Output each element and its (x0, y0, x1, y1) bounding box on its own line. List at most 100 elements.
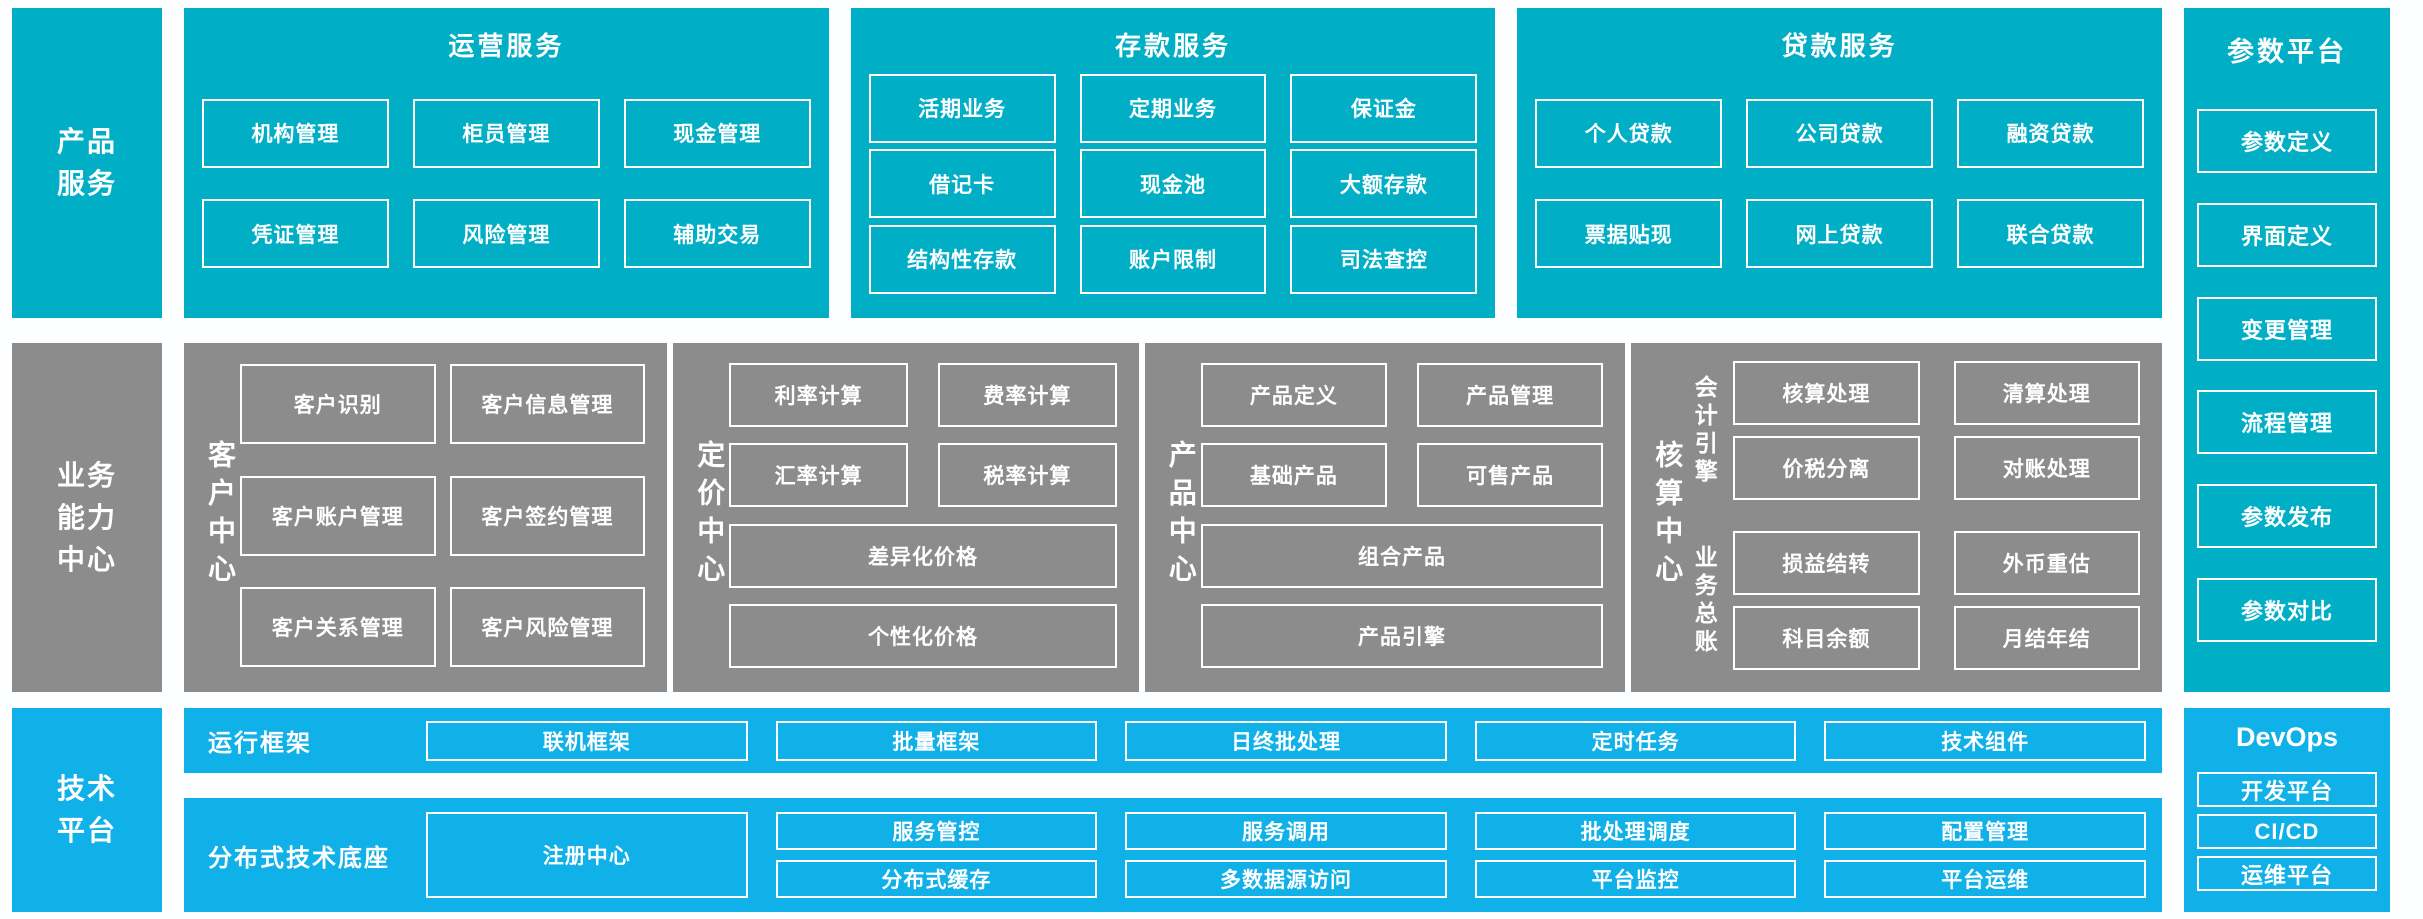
service-box: 账户限制 (1079, 224, 1267, 294)
accounting-engine-group: 会计引擎 核算处理 清算处理 价税分离 对账处理 (1687, 361, 2140, 500)
group-grid: 核算处理 清算处理 价税分离 对账处理 (1733, 361, 2140, 500)
service-box: 融资贷款 (1957, 98, 2145, 168)
panel-title: 存款服务 (1115, 31, 1232, 61)
capability-box: 损益结转 (1733, 531, 1920, 595)
param-box: 参数发布 (2197, 484, 2377, 549)
capability-box: 外币重估 (1953, 531, 2140, 595)
product-services-row: 产品 服务 运营服务 机构管理 柜员管理 现金管理 凭证管理 风险管理 辅助交易 (12, 8, 2163, 318)
service-box: 定期业务 (1079, 73, 1267, 143)
param-platform-boxes: 参数定义 界面定义 变更管理 流程管理 参数发布 参数对比 (2197, 79, 2377, 672)
param-box: 变更管理 (2197, 296, 2377, 361)
upper-left: 产品 服务 运营服务 机构管理 柜员管理 现金管理 凭证管理 风险管理 辅助交易 (12, 8, 2163, 692)
capability-box: 组合产品 (1200, 523, 1604, 588)
group-vertical-label: 会计引擎 (1691, 374, 1718, 487)
service-box: 现金管理 (623, 98, 811, 168)
panel-pricing-center: 定价中心 利率计算 费率计算 汇率计算 税率计算 差异化价格 个性化价格 (673, 343, 1139, 692)
panel-vertical-title: 定价中心 (694, 439, 726, 592)
box-row: 个人贷款 公司贷款 融资贷款 (1535, 98, 2145, 168)
box-row: 借记卡 现金池 大额存款 (868, 149, 1478, 218)
panel-vertical-title: 客户中心 (205, 439, 236, 592)
runtime-framework-strip: 运行框架 联机框架 批量框架 日终批处理 定时任务 技术组件 (184, 708, 2162, 773)
panel-rows: 活期业务 定期业务 保证金 借记卡 现金池 大额存款 结构性存款 账户限制 (868, 67, 1478, 300)
service-box: 机构管理 (202, 98, 389, 168)
tech-box: 定时任务 (1474, 720, 1797, 761)
accounting-groups: 会计引擎 核算处理 清算处理 价税分离 对账处理 业务总账 损益结转 (1687, 359, 2140, 672)
capability-box: 费率计算 (938, 363, 1117, 428)
service-box: 联合贷款 (1957, 199, 2145, 269)
business-centers-row: 业务 能力 中心 客户中心 客户识别 客户信息管理 客户账户管理 客户签约管理 … (12, 343, 2162, 692)
box-row: 活期业务 定期业务 保证金 (868, 73, 1478, 143)
panel-rows: 个人贷款 公司贷款 融资贷款 票据贴现 网上贷款 联合贷款 (1535, 67, 2145, 300)
capability-box: 客户信息管理 (449, 364, 646, 445)
service-box: 借记卡 (868, 149, 1056, 218)
capability-box: 价税分离 (1733, 436, 1920, 500)
group-grid: 损益结转 外币重估 科目余额 月结年结 (1733, 531, 2140, 670)
service-box: 现金池 (1079, 149, 1267, 218)
panel-grid: 客户识别 客户信息管理 客户账户管理 客户签约管理 客户关系管理 客户风险管理 (240, 359, 646, 672)
group-vertical-label: 业务总账 (1691, 544, 1718, 657)
tech-box: 平台监控 (1474, 860, 1797, 898)
devops-box: 运维平台 (2197, 856, 2377, 891)
service-box: 网上贷款 (1746, 199, 1934, 269)
business-ledger-group: 业务总账 损益结转 外币重估 科目余额 月结年结 (1687, 531, 2140, 670)
capability-box: 月结年结 (1953, 606, 2140, 670)
tech-box: 服务管控 (775, 812, 1098, 850)
tech-strips: 运行框架 联机框架 批量框架 日终批处理 定时任务 技术组件 分布式技术底座 注… (184, 708, 2162, 912)
panel-deposit-services: 存款服务 活期业务 定期业务 保证金 借记卡 现金池 大额存款 (850, 8, 1496, 318)
capability-box: 差异化价格 (729, 523, 1117, 588)
devops-box: 开发平台 (2197, 772, 2377, 807)
panel-grid: 利率计算 费率计算 汇率计算 税率计算 差异化价格 个性化价格 (729, 359, 1117, 672)
service-box: 活期业务 (868, 73, 1056, 143)
capability-box: 客户签约管理 (449, 475, 646, 556)
service-box: 个人贷款 (1535, 98, 1723, 168)
param-box: 流程管理 (2197, 390, 2377, 455)
tech-box: 平台运维 (1824, 860, 2146, 898)
tech-box: 配置管理 (1824, 812, 2146, 850)
tech-box: 分布式缓存 (775, 860, 1098, 898)
capability-box: 利率计算 (729, 363, 908, 428)
box-row: 结构性存款 账户限制 司法查控 (868, 224, 1478, 294)
capability-box: 对账处理 (1953, 436, 2140, 500)
tech-box: 批量框架 (775, 720, 1098, 761)
service-box: 凭证管理 (202, 199, 389, 269)
strip-label: 运行框架 (208, 730, 312, 757)
panel-loan-services: 贷款服务 个人贷款 公司贷款 融资贷款 票据贴现 网上贷款 联合贷款 (1517, 8, 2163, 318)
capability-box: 科目余额 (1733, 606, 1920, 670)
tech-box: 多数据源访问 (1125, 860, 1447, 898)
tech-box: 技术组件 (1824, 720, 2146, 761)
devops-column: DevOps 开发平台 CI/CD 运维平台 (2184, 708, 2390, 912)
capability-box: 核算处理 (1733, 361, 1920, 425)
param-platform-column: 参数平台 参数定义 界面定义 变更管理 流程管理 参数发布 参数对比 (2184, 8, 2390, 692)
capability-box: 税率计算 (938, 443, 1117, 508)
param-box: 参数定义 (2197, 108, 2377, 173)
capability-box: 产品定义 (1200, 363, 1387, 428)
box-row: 机构管理 柜员管理 现金管理 (202, 98, 811, 168)
sidebar-product-services: 产品 服务 (12, 8, 162, 318)
service-box: 结构性存款 (868, 224, 1056, 294)
tech-box: 服务调用 (1125, 812, 1447, 850)
capability-box: 客户关系管理 (240, 586, 436, 667)
capability-box: 个性化价格 (729, 603, 1117, 668)
capability-box: 客户账户管理 (240, 475, 436, 556)
capability-box: 清算处理 (1953, 361, 2140, 425)
capability-box: 产品引擎 (1200, 603, 1604, 668)
box-row: 票据贴现 网上贷款 联合贷款 (1535, 199, 2145, 269)
param-box: 界面定义 (2197, 202, 2377, 267)
capability-box: 产品管理 (1416, 363, 1604, 428)
sidebar-business-capability-center: 业务 能力 中心 (12, 343, 162, 692)
strip-grid: 联机框架 批量框架 日终批处理 定时任务 技术组件 (426, 720, 2146, 761)
panel-title: 运营服务 (448, 31, 565, 61)
tech-box: 联机框架 (426, 720, 748, 761)
panel-vertical-title: 核算中心 (1652, 439, 1684, 592)
panel-vertical-title: 产品中心 (1165, 439, 1197, 592)
upper-section: 产品 服务 运营服务 机构管理 柜员管理 现金管理 凭证管理 风险管理 辅助交易 (12, 8, 2390, 692)
panel-product-center: 产品中心 产品定义 产品管理 基础产品 可售产品 组合产品 产品引擎 (1144, 343, 1626, 692)
service-box: 票据贴现 (1535, 199, 1723, 269)
service-box: 柜员管理 (412, 98, 600, 168)
panel-operations-services: 运营服务 机构管理 柜员管理 现金管理 凭证管理 风险管理 辅助交易 (184, 8, 829, 318)
strip-grid: 注册中心 服务管控 服务调用 批处理调度 配置管理 分布式缓存 多数据源访问 平… (426, 812, 2146, 898)
panel-title: 贷款服务 (1781, 31, 1898, 61)
service-box: 保证金 (1290, 73, 1478, 143)
param-box: 参数对比 (2197, 578, 2377, 643)
